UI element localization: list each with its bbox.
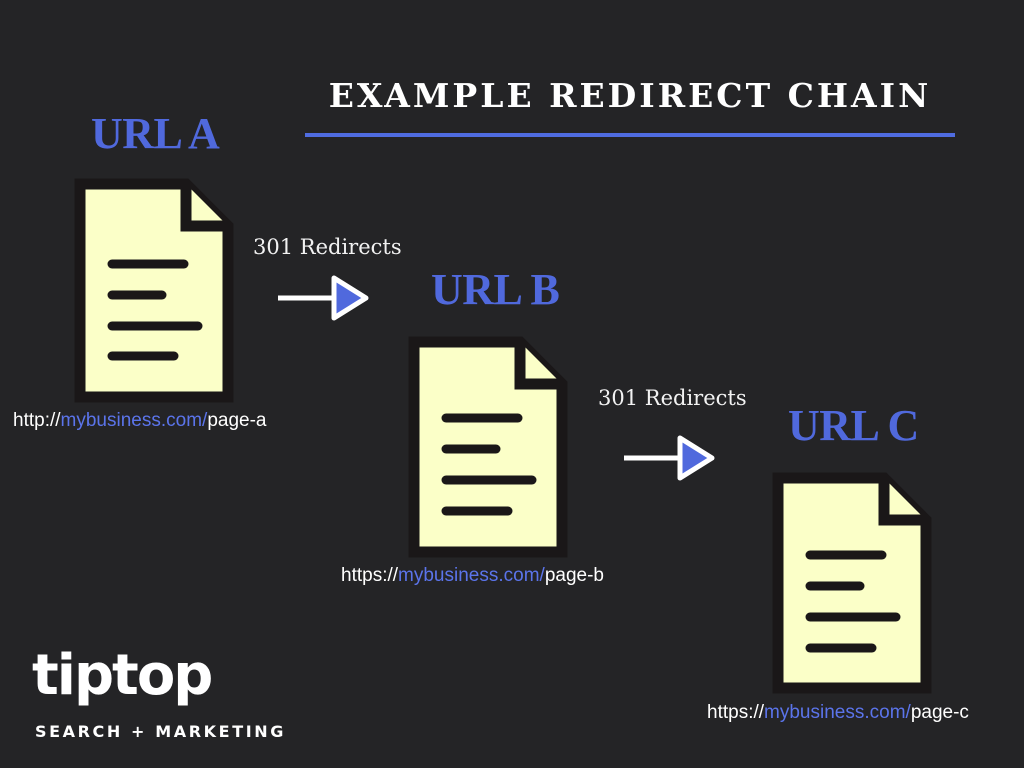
document-icon [772,472,932,694]
logo-tagline: SEARCH + MARKETING [35,722,286,741]
redirect-label-2: 301 Redirects [598,386,747,410]
right-arrow-icon [624,435,715,481]
tiptop-logo-wordmark: tiptop [32,643,213,708]
document-icon [408,336,568,558]
url-b-label: URL B [431,265,560,314]
right-arrow-icon [278,275,369,321]
title-underline [305,133,955,137]
url-c-address: https://mybusiness.com/page-c [707,702,969,723]
url-a-address: http://mybusiness.com/page-a [13,410,267,431]
url-a-label: URL A [91,109,220,158]
url-b-address: https://mybusiness.com/page-b [341,565,604,586]
url-c-label: URL C [788,401,919,450]
redirect-label-1: 301 Redirects [253,235,402,259]
document-icon [74,178,234,403]
diagram-title: EXAMPLE REDIRECT CHAIN [328,76,932,115]
